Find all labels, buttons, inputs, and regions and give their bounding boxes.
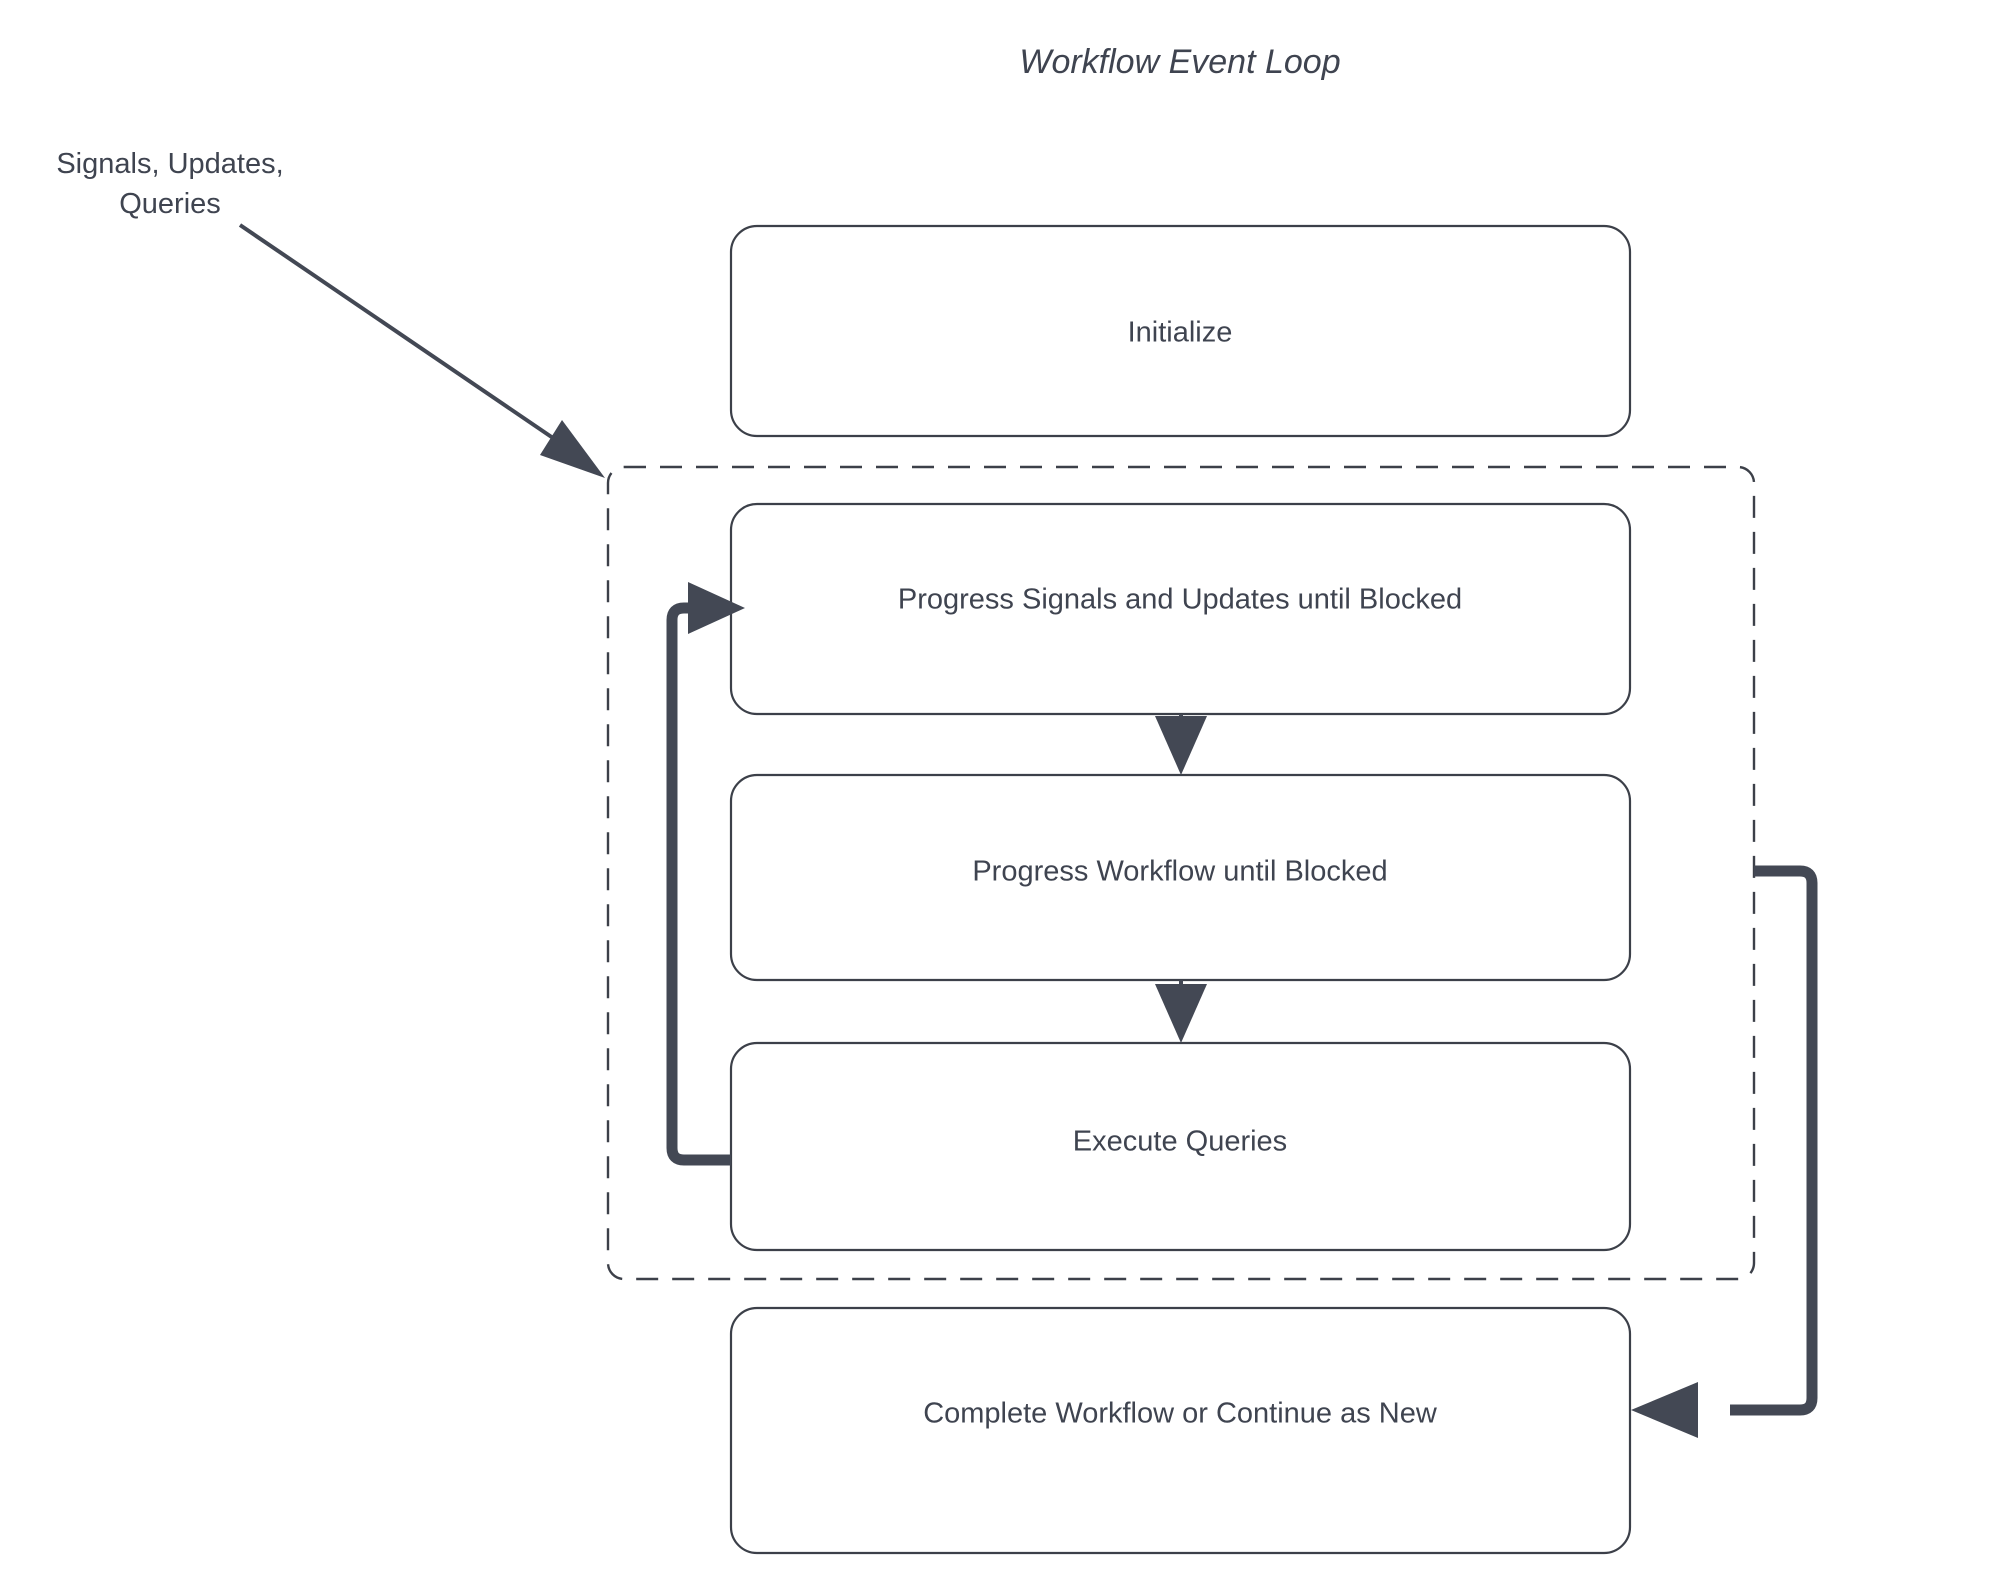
- node-progress-workflow-label: Progress Workflow until Blocked: [972, 856, 1387, 888]
- external-input-arrowhead: [540, 420, 605, 478]
- node-initialize-label: Initialize: [1128, 317, 1233, 349]
- external-input-label-line2: Queries: [119, 188, 221, 220]
- node-execute-queries-label: Execute Queries: [1073, 1126, 1287, 1158]
- edge-loop-to-complete-line: [1730, 865, 1818, 1416]
- external-input-label-line1: Signals, Updates,: [56, 148, 283, 180]
- node-execute-queries: [729, 1041, 1632, 1252]
- node-complete-workflow: [729, 1306, 1632, 1555]
- node-progress-signals-label: Progress Signals and Updates until Block…: [898, 584, 1462, 616]
- external-input-arrow-line: [238, 223, 580, 457]
- edge-workflow-to-queries-arrowhead: [1155, 984, 1207, 1043]
- node-complete-workflow-label: Complete Workflow or Continue as New: [923, 1398, 1438, 1430]
- node-initialize: [729, 224, 1632, 438]
- edge-loop-to-complete-arrowhead: [1631, 1382, 1698, 1438]
- edge-signals-to-workflow-arrowhead: [1155, 716, 1207, 775]
- edge-queries-to-signals-line: [666, 602, 731, 1166]
- page-title: Workflow Event Loop: [1019, 43, 1340, 81]
- edge-queries-to-signals-arrowhead: [688, 582, 745, 634]
